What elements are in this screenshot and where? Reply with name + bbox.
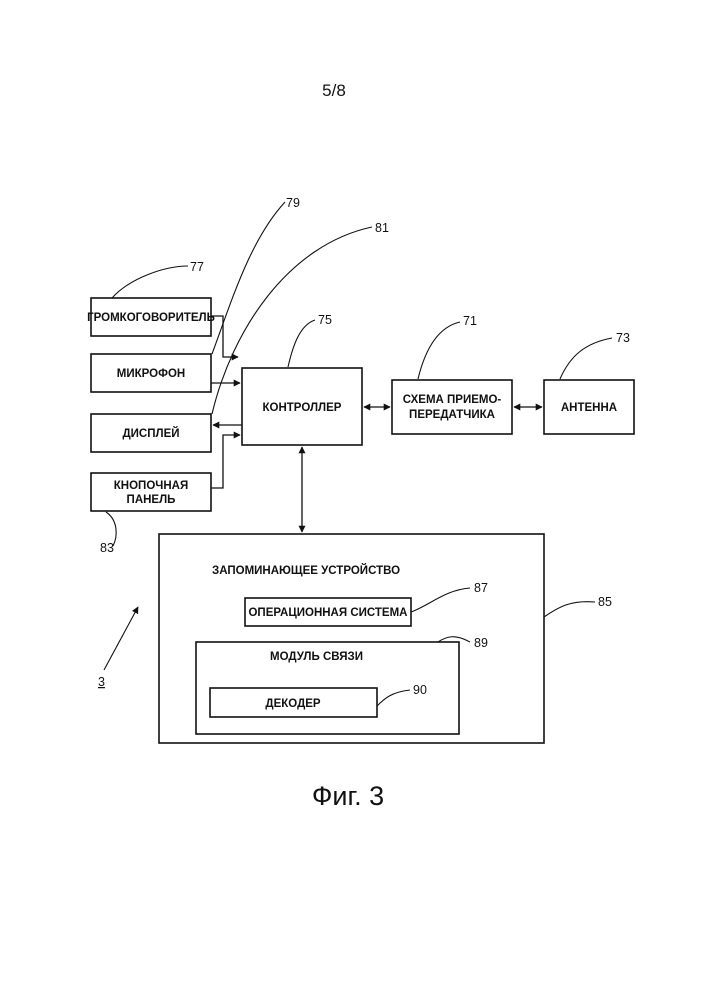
ref-85: 85	[598, 595, 612, 609]
ref-75: 75	[318, 313, 332, 327]
ref-83: 83	[100, 541, 114, 555]
ref-81: 81	[375, 221, 389, 235]
ref-71: 71	[463, 314, 477, 328]
ref-89: 89	[474, 636, 488, 650]
microphone-block: МИКРОФОН	[91, 354, 211, 392]
decoder-block: ДЕКОДЕР	[210, 688, 377, 717]
comm-module-label: МОДУЛЬ СВЯЗИ	[270, 651, 363, 663]
page-number: 5/8	[322, 81, 346, 100]
leader-73	[560, 338, 612, 379]
keypad-label-line2: ПАНЕЛЬ	[127, 494, 176, 506]
display-block: ДИСПЛЕЙ	[91, 414, 211, 452]
leader-85	[544, 602, 595, 617]
keypad-label-line1: КНОПОЧНАЯ	[114, 480, 188, 492]
antenna-block: АНТЕННА	[544, 380, 634, 434]
transceiver-label-line2: ПЕРЕДАТЧИКА	[409, 409, 495, 421]
controller-block: КОНТРОЛЛЕР	[242, 368, 362, 445]
transceiver-label-line1: СХЕМА ПРИЕМО-	[403, 394, 502, 406]
ref-87: 87	[474, 581, 488, 595]
loudspeaker-block: ГРОМКОГОВОРИТЕЛЬ	[87, 298, 215, 336]
os-block: ОПЕРАЦИОННАЯ СИСТЕМА	[245, 598, 411, 626]
ref-77: 77	[190, 260, 204, 274]
ref-79: 79	[286, 196, 300, 210]
ref-90: 90	[413, 683, 427, 697]
leader-77	[112, 266, 188, 298]
ref-3: 3	[98, 675, 105, 689]
decoder-label: ДЕКОДЕР	[265, 698, 321, 710]
antenna-label: АНТЕННА	[561, 402, 617, 414]
leader-75	[288, 320, 315, 367]
transceiver-block: СХЕМА ПРИЕМО- ПЕРЕДАТЧИКА	[392, 380, 512, 434]
leader-71	[418, 322, 460, 379]
microphone-label: МИКРОФОН	[117, 368, 185, 380]
leader-3-arrow	[104, 607, 138, 670]
os-label: ОПЕРАЦИОННАЯ СИСТЕМА	[248, 607, 407, 619]
ref-73: 73	[616, 331, 630, 345]
keypad-block: КНОПОЧНАЯ ПАНЕЛЬ	[91, 473, 211, 511]
loudspeaker-label: ГРОМКОГОВОРИТЕЛЬ	[87, 312, 215, 324]
keypad-connector	[211, 435, 240, 488]
figure-caption: Фиг. 3	[312, 781, 384, 811]
controller-label: КОНТРОЛЛЕР	[263, 402, 342, 414]
display-label: ДИСПЛЕЙ	[122, 427, 179, 440]
memory-label: ЗАПОМИНАЮЩЕЕ УСТРОЙСТВО	[212, 564, 400, 577]
